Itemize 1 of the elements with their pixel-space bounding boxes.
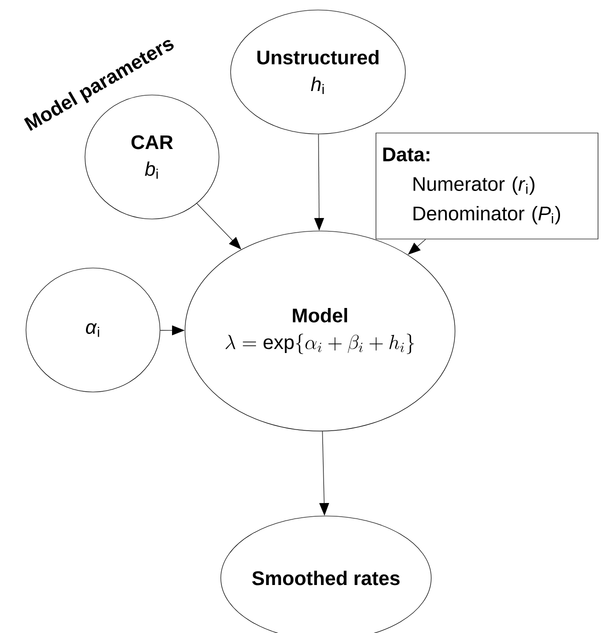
data-box: Data: Numerator (r$_{i}$) Denominator (P$_{i}$)	[376, 132, 598, 240]
